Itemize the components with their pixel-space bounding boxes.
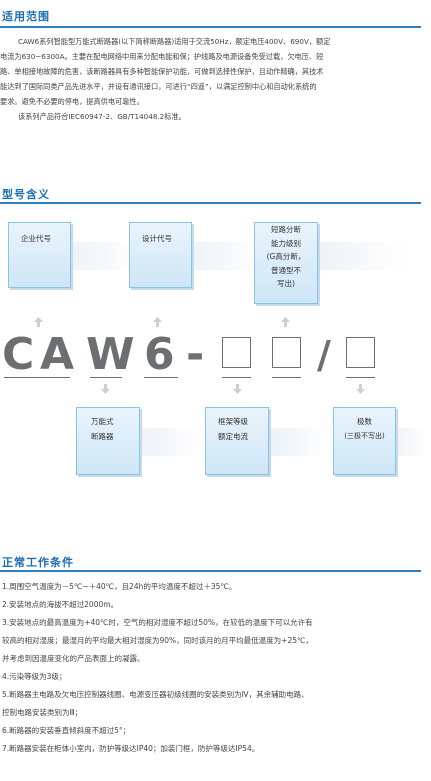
section-header-model: 型号含义 bbox=[0, 180, 421, 204]
box-poles: 极数 (三极不写出) bbox=[333, 407, 396, 475]
box-enterprise-code: 企业代号 bbox=[8, 222, 71, 288]
condition-item: 6.断路器的安装垂直倾斜度不超过5°； bbox=[2, 726, 131, 735]
underline-square bbox=[346, 377, 375, 378]
placeholder-square bbox=[272, 337, 301, 368]
box-shadow-fade bbox=[318, 242, 408, 270]
intro-line: 能达到了国际同类产品先进水平，并设有通讯接口，可进行“四遥”，以满足控制中心和自… bbox=[0, 82, 317, 91]
underline-enterprise bbox=[4, 377, 70, 378]
condition-item: 控制电路安装类别为Ⅲ； bbox=[2, 708, 83, 717]
box-label: 写出) bbox=[277, 279, 295, 288]
intro-line: CAW6系列智能型万能式断路器(以下简称断路器)适用于交流50Hz，额定电压40… bbox=[18, 37, 331, 46]
arrow-down-icon bbox=[356, 384, 365, 394]
box-circuit-breaker-type: 万能式 断路器 bbox=[76, 407, 140, 475]
arrow-up-icon bbox=[34, 317, 43, 327]
box-label: (G高分断， bbox=[266, 252, 306, 261]
box-label: 万能式 bbox=[91, 417, 114, 426]
underline-square bbox=[222, 377, 251, 378]
intro-line: 路、单相接地故障的危害，该断路器具有多种智能保护功能，可做到选择性保护，且动作精… bbox=[0, 67, 324, 76]
arrow-up-icon bbox=[153, 317, 162, 327]
condition-item: 2.安装地点的海拔不超过2000m。 bbox=[2, 600, 119, 609]
box-design-code: 设计代号 bbox=[129, 222, 192, 288]
box-label: 能力级别 bbox=[271, 238, 301, 248]
section-header-conditions: 正常工作条件 bbox=[0, 548, 421, 572]
divider bbox=[0, 570, 421, 572]
box-label: 企业代号 bbox=[21, 234, 51, 243]
code-char: 6 bbox=[144, 329, 175, 380]
condition-item: 5.断路器主电路及欠电压控制器线圈、电源变压器初级线圈的安装类别为Ⅳ，其余辅助电… bbox=[2, 690, 309, 699]
divider bbox=[0, 26, 421, 28]
section-title: 适用范围 bbox=[2, 10, 50, 23]
underline-type bbox=[90, 377, 122, 378]
underline-design bbox=[144, 377, 178, 378]
code-char: A bbox=[40, 329, 75, 380]
box-label: (三极不写出) bbox=[344, 432, 385, 440]
box-label: 框架等级 bbox=[218, 417, 248, 426]
intro-paragraph: CAW6系列智能型万能式断路器(以下简称断路器)适用于交流50Hz，额定电压40… bbox=[0, 34, 424, 124]
box-label: 短路分断 bbox=[271, 225, 301, 234]
intro-line: 电流为630~6300A。主要在配电网络中用来分配电能和保；护线路及电源设备免受… bbox=[0, 52, 324, 61]
box-shadow-fade bbox=[396, 428, 426, 456]
arrow-down-icon bbox=[101, 384, 110, 394]
box-breaking-capacity: 短路分断 能力级别 (G高分断， 普通型不 写出) bbox=[254, 222, 318, 304]
arrow-up-icon bbox=[281, 317, 290, 327]
code-char: W bbox=[86, 329, 135, 380]
placeholder-square bbox=[346, 337, 375, 368]
box-label: 额定电流 bbox=[218, 432, 248, 441]
condition-item: 3.安装地点的最高温度为+40℃时，空气的相对湿度不超过50%，在较低的温度下可… bbox=[2, 618, 313, 627]
conditions-list: 1.周围空气温度为－5℃~＋40℃，且24h的平均温度不超过＋35℃。 2.安装… bbox=[2, 578, 424, 758]
condition-item: 并考虑到因温度变化的产品表面上的凝露。 bbox=[2, 654, 145, 663]
box-frame-rated-current: 框架等级 额定电流 bbox=[205, 407, 269, 475]
standards-line: 该系列产品符合IEC60947-2、GB/T14048.2标准。 bbox=[18, 112, 186, 121]
underline-square bbox=[272, 377, 301, 378]
box-label: 设计代号 bbox=[142, 234, 172, 243]
condition-item: 较高的相对湿度；最湿月的平均最大相对湿度为90%，同时该月的月平均最低温度为+2… bbox=[2, 636, 313, 645]
condition-item: 7.断路器安装在柜体小室内，防护等级达IP40；加装门框，防护等级达IP54。 bbox=[2, 744, 260, 753]
box-label: 普通型不 bbox=[271, 265, 301, 275]
box-shadow-fade bbox=[141, 428, 201, 456]
code-char: C bbox=[2, 329, 35, 380]
intro-line: 要求。避免不必要的停电，提高供电可靠性。 bbox=[0, 97, 144, 106]
box-shadow-fade bbox=[192, 242, 262, 270]
divider bbox=[0, 202, 421, 204]
box-shadow-fade bbox=[70, 242, 140, 270]
placeholder-square bbox=[222, 337, 251, 368]
box-shadow-fade bbox=[270, 428, 330, 456]
arrow-down-icon bbox=[233, 384, 242, 394]
box-label: 极数 bbox=[357, 417, 372, 426]
section-title: 正常工作条件 bbox=[2, 556, 74, 569]
code-char: - bbox=[186, 329, 205, 380]
condition-item: 4.污染等级为3级； bbox=[2, 672, 67, 681]
section-title: 型号含义 bbox=[2, 188, 50, 201]
section-header-scope: 适用范围 bbox=[0, 6, 421, 28]
code-slash: / bbox=[317, 333, 331, 377]
condition-item: 1.周围空气温度为－5℃~＋40℃，且24h的平均温度不超过＋35℃。 bbox=[2, 582, 237, 591]
box-label: 断路器 bbox=[91, 432, 114, 441]
